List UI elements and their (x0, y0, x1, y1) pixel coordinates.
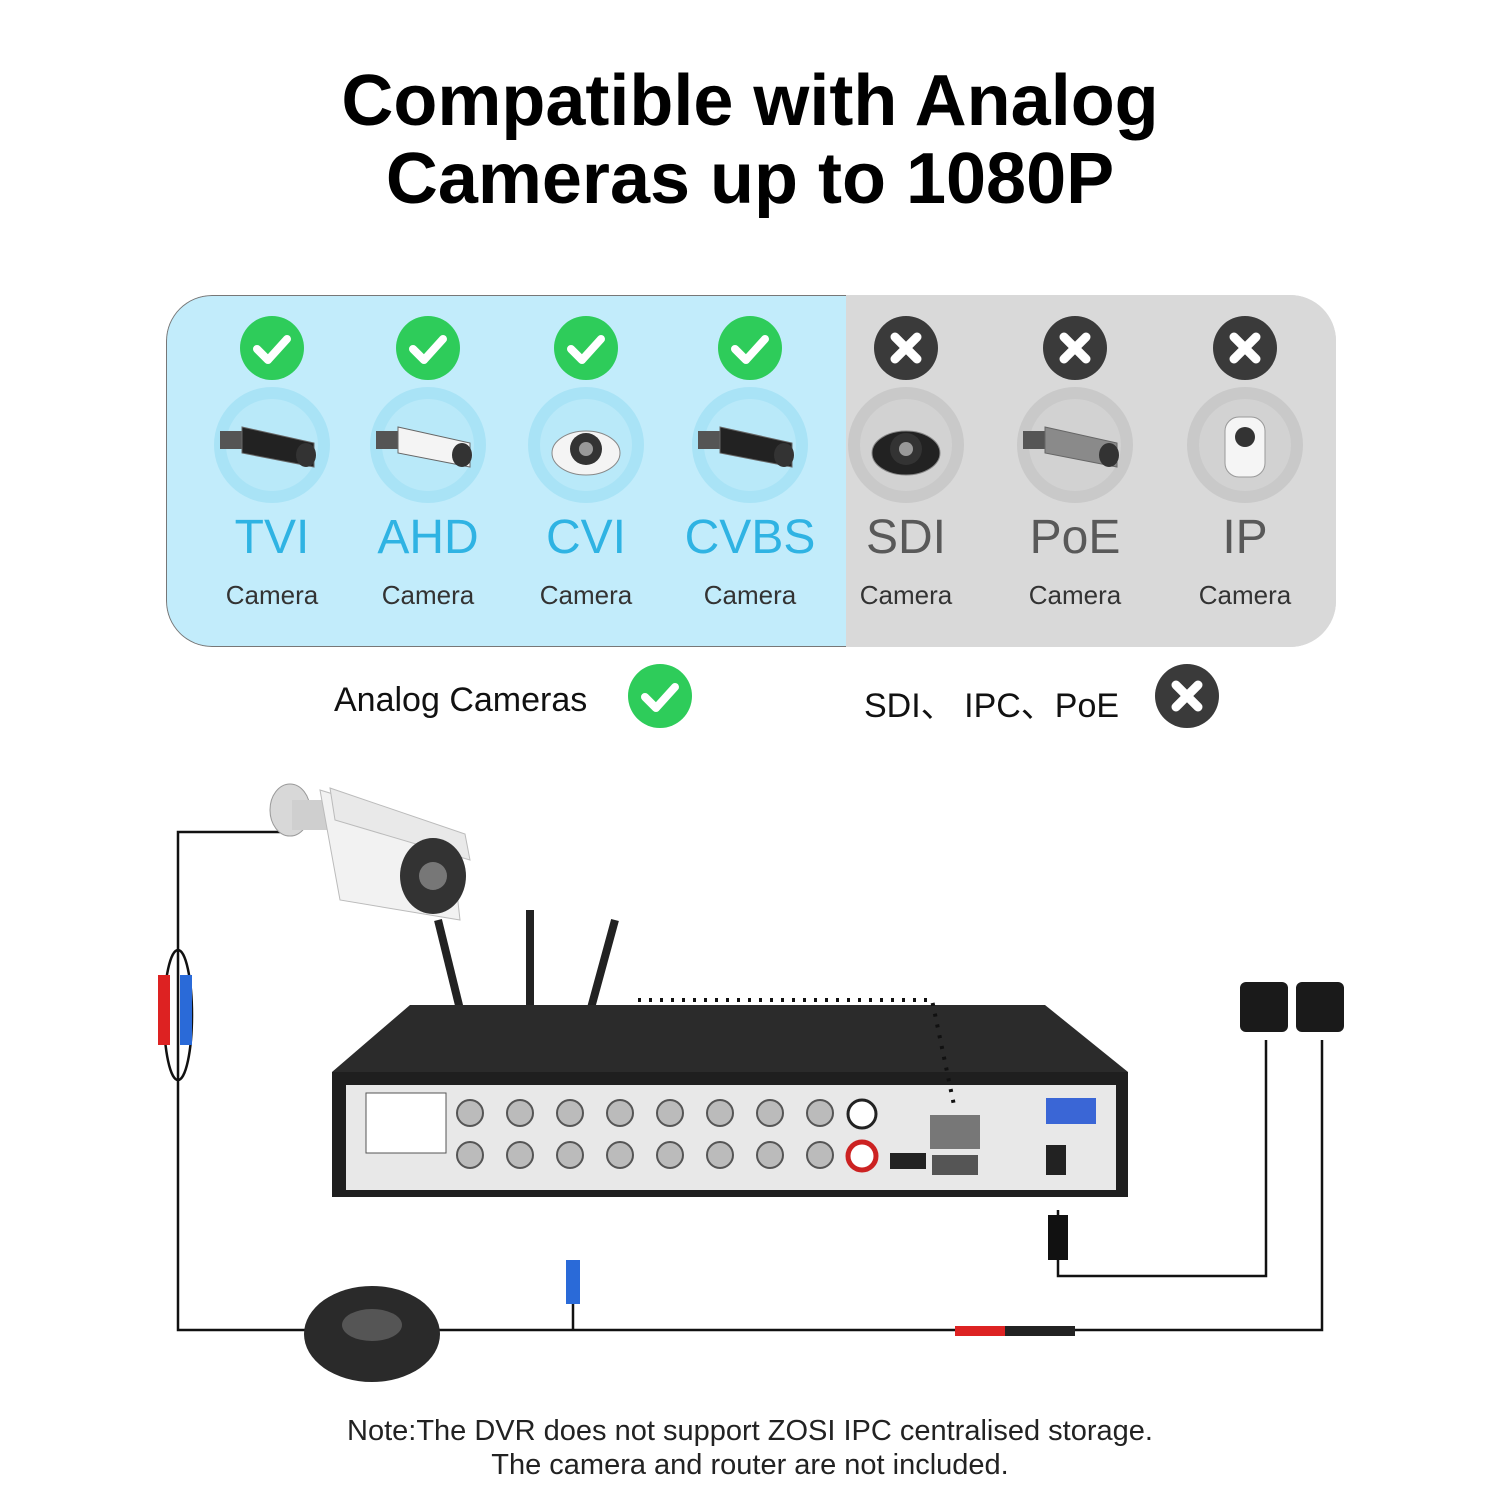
camera-type-label: CVBS (684, 511, 816, 564)
camera-type-label: IP (1222, 511, 1268, 564)
unsupported-cross-icon (1042, 315, 1108, 381)
camera-sublabel: Camera (703, 580, 797, 610)
supported-check-icon (717, 315, 783, 381)
analog-camera-illustration (269, 783, 471, 921)
check-icon (627, 663, 693, 729)
camera-type-label: SDI (865, 511, 946, 564)
bullet-camera-black-icon (214, 387, 330, 503)
note-line1: Note:The DVR does not support ZOSI IPC c… (347, 1415, 1153, 1447)
note-text: Note:The DVR does not support ZOSI IPC c… (0, 1414, 1500, 1482)
camera-sublabel: Camera (859, 580, 953, 610)
cross-icon (1154, 663, 1220, 729)
dvr-recorder-illustration (332, 1005, 1128, 1197)
supported-check-icon (395, 315, 461, 381)
page-title-line1: Compatible with Analog (341, 61, 1159, 141)
indoor-ptz-camera-icon (1187, 387, 1303, 503)
legend-unsupported-text: SDI、 IPC、PoE (864, 687, 1120, 725)
camera-type-label: CVI (545, 511, 626, 564)
camera-sublabel: Camera (1198, 580, 1292, 610)
unsupported-cross-icon (1212, 315, 1278, 381)
camera-sublabel: Camera (539, 580, 633, 610)
camera-type-label: PoE (1029, 511, 1121, 564)
bullet-camera-black-icon (692, 387, 808, 503)
legend-supported-text: Analog Cameras (334, 681, 588, 719)
bullet-camera-gray-icon (1017, 387, 1133, 503)
cable-coil (304, 1286, 440, 1382)
bullet-camera-white-icon (370, 387, 486, 503)
supported-check-icon (239, 315, 305, 381)
page-title: Compatible with Analog Cameras up to 108… (0, 62, 1500, 218)
camera-sublabel: Camera (1028, 580, 1122, 610)
supported-check-icon (553, 315, 619, 381)
bnc-plug (566, 1260, 580, 1304)
power-plug (955, 1326, 1075, 1336)
unsupported-cross-icon (873, 315, 939, 381)
camera-sublabel: Camera (225, 580, 319, 610)
dome-camera-black-icon (848, 387, 964, 503)
camera-type-label: AHD (377, 511, 479, 564)
page-title-line2: Cameras up to 1080P (385, 139, 1115, 219)
camera-sublabel: Camera (381, 580, 475, 610)
connection-diagram (0, 760, 1500, 1400)
note-line2: The camera and router are not included. (491, 1449, 1009, 1481)
dome-camera-white-icon (528, 387, 644, 503)
bnc-connectors-left (158, 975, 192, 1045)
power-adapters (1048, 982, 1344, 1260)
camera-type-label: TVI (234, 511, 310, 564)
